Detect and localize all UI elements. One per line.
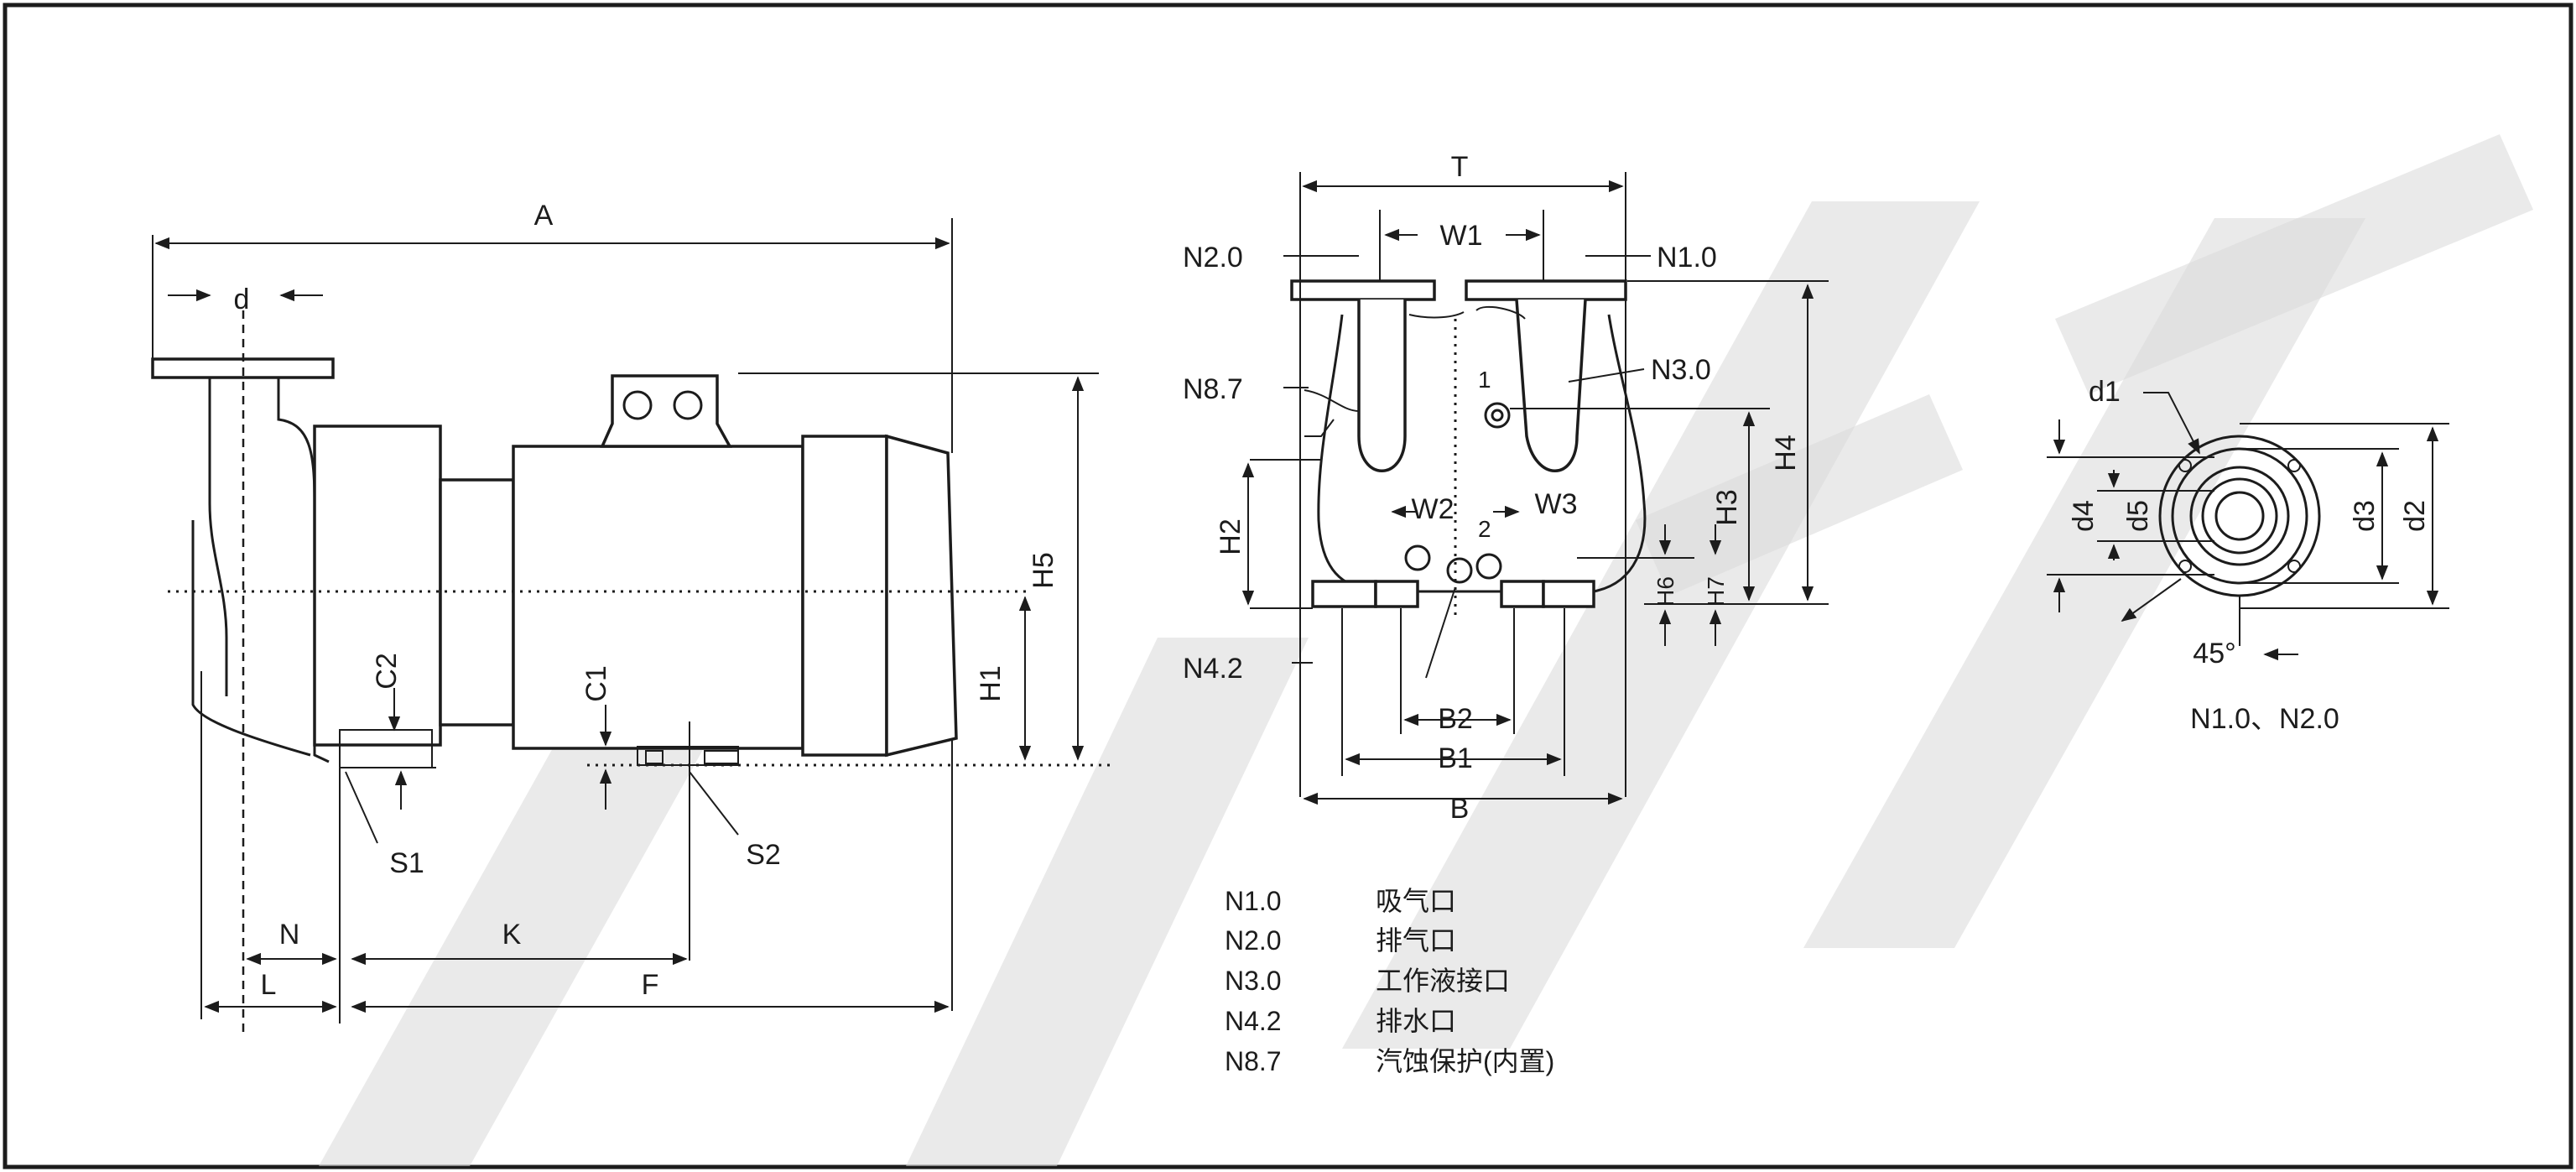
dim-d5: d5: [2122, 500, 2154, 532]
legend-code-3: N3.0: [1225, 966, 1282, 996]
dim-B1: B1: [1438, 742, 1473, 774]
dim-H5: H5: [1028, 552, 1059, 588]
pump-head: [313, 425, 442, 747]
legend-desc-5: 汽蚀保护(内置): [1376, 1046, 1554, 1076]
dim-H4: H4: [1770, 435, 1802, 471]
dim-F: F: [642, 969, 659, 1001]
motor-body: [512, 445, 804, 750]
dim-H2: H2: [1215, 518, 1246, 555]
label-N3.0: N3.0: [1651, 354, 1711, 386]
inlet-pipe: [208, 378, 228, 696]
label-N4.2: N4.2: [1183, 653, 1243, 685]
dim-N: N: [279, 919, 300, 951]
dim-d4: d4: [2068, 500, 2100, 532]
dim-W3: W3: [1535, 488, 1578, 520]
label-S2: S2: [746, 839, 781, 871]
legend-code-5: N8.7: [1225, 1046, 1282, 1076]
dim-K: K: [502, 919, 522, 951]
dim-d1: d1: [2089, 376, 2121, 408]
fan-cover: [801, 435, 888, 757]
dim-L: L: [261, 969, 277, 1001]
coupling: [439, 478, 515, 727]
flange-view: d1 d4 d5 d3 d2 45° N1.0、N2.0: [2047, 376, 2449, 735]
legend-desc-2: 排气口: [1376, 925, 1456, 956]
dim-H1: H1: [975, 665, 1007, 701]
dim-W2: W2: [1412, 493, 1455, 525]
dim-T: T: [1451, 151, 1469, 183]
angle-45: 45°: [2193, 638, 2235, 669]
dim-C1: C1: [580, 665, 612, 701]
side-view: A d H5 H1 C2 C1 S1 S2 N K L F: [151, 200, 1116, 1032]
dim-A: A: [534, 200, 554, 232]
port-legend: N1.0 吸气口 N2.0 排气口 N3.0 工作液接口 N4.2 排水口 N8…: [1225, 886, 1554, 1076]
label-N8.7: N8.7: [1183, 373, 1243, 405]
terminal-box: [600, 374, 732, 448]
dim-d3: d3: [2349, 500, 2381, 532]
dim-H7: H7: [1703, 576, 1729, 607]
dim-B: B: [1450, 793, 1470, 825]
dim-B2: B2: [1438, 703, 1473, 735]
label-N2.0: N2.0: [1183, 242, 1243, 273]
point-mark-2: 2: [1478, 516, 1491, 542]
legend-desc-3: 工作液接口: [1376, 966, 1510, 996]
front-view: T W1 N2.0 N1.0 N8.7 N3.0 H4 H3 H2 W2 W3 …: [1183, 151, 1829, 825]
legend-code-1: N1.0: [1225, 886, 1282, 916]
legend-desc-1: 吸气口: [1376, 886, 1456, 916]
flange-caption: N1.0、N2.0: [2190, 703, 2339, 735]
point-mark-1: 1: [1478, 367, 1491, 393]
suction-flange: [1465, 279, 1627, 301]
dim-H6: H6: [1652, 576, 1678, 607]
legend-code-2: N2.0: [1225, 925, 1282, 956]
discharge-flange: [1290, 279, 1436, 301]
legend-code-4: N4.2: [1225, 1006, 1282, 1036]
dim-H3: H3: [1711, 489, 1743, 525]
legend-desc-4: 排水口: [1376, 1006, 1456, 1036]
dim-W1: W1: [1440, 220, 1483, 252]
dim-C2: C2: [371, 653, 403, 689]
label-S1: S1: [389, 847, 424, 879]
label-N1.0: N1.0: [1657, 242, 1717, 273]
dim-d: d: [234, 284, 250, 315]
dim-d2: d2: [2399, 500, 2431, 532]
